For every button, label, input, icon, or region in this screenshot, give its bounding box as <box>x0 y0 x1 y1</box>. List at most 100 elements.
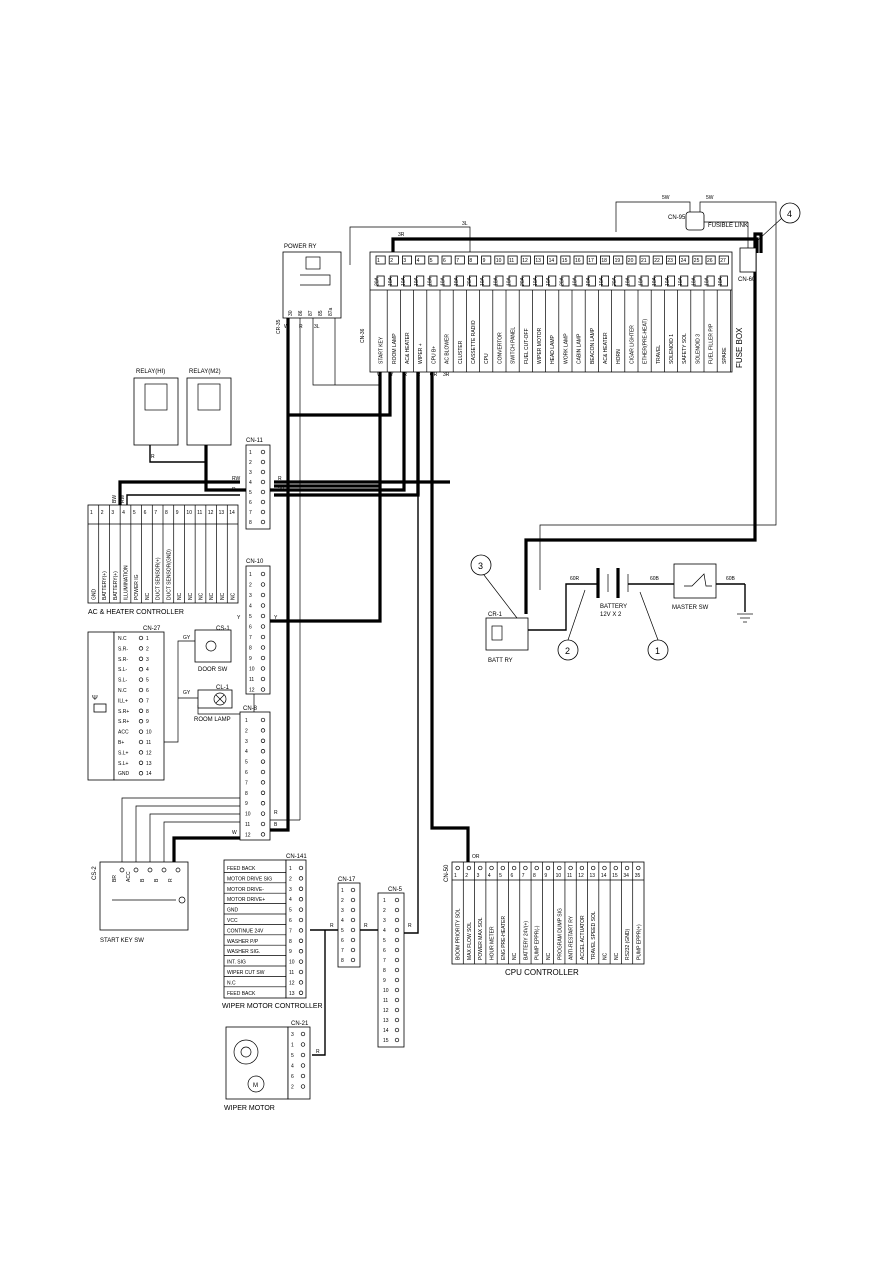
svg-text:4: 4 <box>787 209 792 219</box>
fuse-label: HORN <box>616 349 622 364</box>
fuse-label: AC& HEATER <box>405 332 411 364</box>
fuse-rating: 5 <box>430 258 433 264</box>
pin-contact <box>260 832 266 837</box>
cn27-row-label: S.L- <box>118 678 128 684</box>
pin-number: 5 <box>341 928 344 934</box>
cn141-row-label: VCC <box>227 918 238 924</box>
ac-pin: 7 <box>154 510 157 516</box>
fuse-rating: 24 <box>681 258 687 264</box>
fuse-rating: 10 <box>496 258 502 264</box>
fuse-rating-value: 20A <box>520 276 526 286</box>
cn141-row-pin: 12 <box>289 980 295 986</box>
fuse-rating-cell <box>573 255 584 265</box>
cn8-wire-r: R <box>274 810 278 816</box>
ac-wire-bw: BW <box>112 495 118 503</box>
cn141-row-pin: 3 <box>289 887 292 893</box>
fuse-element <box>693 275 702 287</box>
fuse-rating-cell <box>401 255 412 265</box>
pin-number: 6 <box>245 770 248 776</box>
power-relay-label: POWER RY <box>284 244 317 250</box>
cpu-pin: 13 <box>590 873 596 879</box>
pin-number: 6 <box>341 938 344 944</box>
wire-3r-label: 3R <box>398 232 405 238</box>
cn8-wire-b: B <box>274 822 278 828</box>
battery: BATTERY 12V X 2 60R 60B <box>570 568 660 618</box>
pin-contact <box>260 728 266 733</box>
power-relay-wire: 3L <box>314 324 320 330</box>
fuse-rating-value: 10A <box>493 276 499 286</box>
pin-contact <box>260 676 266 682</box>
fuse-rating-cell <box>613 255 624 265</box>
pin-number: 6 <box>249 500 252 506</box>
ac-pin: 3 <box>111 510 114 516</box>
cn60-label: CN-60 <box>738 277 756 283</box>
cpu-pin-label: ANTI-RESTART RY <box>569 915 575 960</box>
fuse-rating-cell <box>639 255 650 265</box>
door-switch-label: DOOR SW <box>198 667 228 673</box>
cn27-row-pin: 3 <box>146 657 149 663</box>
fuse-rating-cell <box>388 255 399 265</box>
cn11-wire-rw: RW <box>232 476 241 482</box>
fuse-rating-cell <box>534 255 545 265</box>
svg-text:1: 1 <box>655 646 660 656</box>
callout-3: 3 <box>470 554 518 619</box>
fuse-rating: 1 <box>377 258 380 264</box>
pin-contact <box>394 1017 400 1023</box>
power-relay-wire: R <box>299 324 303 330</box>
pin-number: 2 <box>249 583 252 589</box>
cn27-row-label: ILL+ <box>118 698 128 704</box>
pin-number: 6 <box>383 948 386 954</box>
cn27-row-label: ACC <box>118 730 129 736</box>
pin-contact <box>394 1027 400 1033</box>
fuse-element <box>587 275 596 287</box>
cn141-row-label: GND <box>227 908 239 914</box>
pin-number: 6 <box>249 625 252 631</box>
cpu-pin: 11 <box>567 873 572 879</box>
ac-pin-label: ILLUMINATION <box>124 565 130 600</box>
fuse-label: ROOM LAMP <box>392 333 398 364</box>
fuse-rating-value: 10A <box>691 276 697 286</box>
pin-number: 14 <box>383 1028 389 1034</box>
fuse-label: CPU <box>484 353 490 364</box>
ac-pin: 11 <box>197 510 202 516</box>
pin-number: 8 <box>245 791 248 797</box>
cn27-row-label: B+ <box>118 740 124 746</box>
cn21-pin: 4 <box>291 1064 294 1070</box>
fuse-wire-color: W <box>377 372 382 378</box>
pin-number: 11 <box>383 998 388 1004</box>
fuse-rating-cell <box>652 255 663 265</box>
fuse-rating-value: 10A <box>480 276 486 286</box>
pin-number: 2 <box>249 460 252 466</box>
fuse-wire-color: R <box>417 372 421 378</box>
cpu-pin-label: NC <box>546 952 552 960</box>
cn27-row-pin: 2 <box>146 646 149 652</box>
cn21-wire: R <box>316 1049 320 1055</box>
cpu-pin: 8 <box>533 873 536 879</box>
ac-pin-label: NC <box>209 592 215 600</box>
callout-4: 4 <box>757 202 801 241</box>
pin-contact <box>260 571 266 577</box>
pin-contact <box>350 917 356 923</box>
pin-number: 7 <box>383 958 386 964</box>
relay-m2: RELAY(M2) <box>186 369 232 446</box>
pin-contact <box>350 907 356 913</box>
fuse-element <box>601 275 610 287</box>
fuse-rating: 23 <box>667 258 673 264</box>
fuse-rating: 6 <box>443 258 446 264</box>
pin-number: 1 <box>245 718 248 724</box>
cn141-row-label: WASHER SIG. <box>227 949 260 955</box>
fuse-wire-color: R <box>403 372 407 378</box>
cn141-row-pin: 11 <box>289 970 294 976</box>
cpu-pin-label: BOOM PRIORITY SOL <box>456 908 462 960</box>
cn27-row-pin: 7 <box>146 698 149 704</box>
fuse-rating-cell <box>507 255 518 265</box>
pin-number: 1 <box>341 888 344 894</box>
pin-contact <box>260 769 266 775</box>
pin-number: 8 <box>341 958 344 964</box>
cpu-wire: OR <box>472 854 480 860</box>
pin-number: 4 <box>383 928 386 934</box>
ac-pin: 5 <box>133 510 136 516</box>
ac-pin-label: GND <box>91 589 97 601</box>
